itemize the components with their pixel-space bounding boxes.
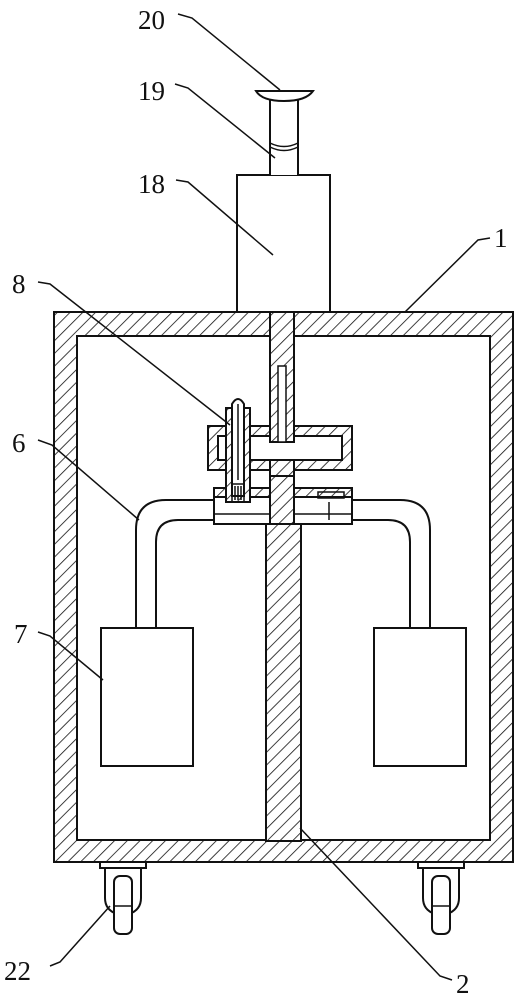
lever-spring — [231, 483, 245, 503]
telescopic-rod — [269, 95, 299, 175]
label-22: 22 — [4, 956, 31, 986]
label-8: 8 — [12, 269, 26, 299]
leader-7 — [37, 631, 104, 681]
label-19: 19 — [138, 76, 165, 106]
housing-wall — [53, 311, 514, 863]
rod-joint — [269, 142, 299, 148]
manifold-valve — [269, 475, 295, 525]
label-7: 7 — [14, 619, 28, 649]
pipe-left — [135, 499, 216, 628]
leader-2 — [299, 827, 453, 981]
manifold-slot — [317, 491, 345, 499]
box-stem — [269, 459, 295, 477]
label-6: 6 — [12, 428, 26, 458]
leader-18 — [175, 179, 274, 256]
pipe-right — [350, 499, 431, 628]
right-caster — [417, 861, 465, 935]
label-2: 2 — [456, 969, 470, 999]
top-cap — [254, 90, 315, 103]
rod-joint-2 — [269, 146, 299, 152]
label-18: 18 — [138, 169, 165, 199]
leader-1 — [404, 237, 491, 313]
leader-19 — [174, 83, 276, 159]
right-tank — [373, 627, 467, 767]
label-1: 1 — [494, 223, 508, 253]
label-20: 20 — [138, 5, 165, 35]
leader-20 — [177, 13, 281, 91]
leader-8 — [37, 281, 231, 426]
motor-housing — [236, 174, 331, 313]
leader-6 — [37, 439, 140, 521]
central-column — [265, 522, 302, 842]
left-caster — [99, 861, 147, 935]
leader-22 — [49, 905, 111, 967]
drive-shaft-bore — [277, 365, 287, 443]
left-tank — [100, 627, 194, 767]
